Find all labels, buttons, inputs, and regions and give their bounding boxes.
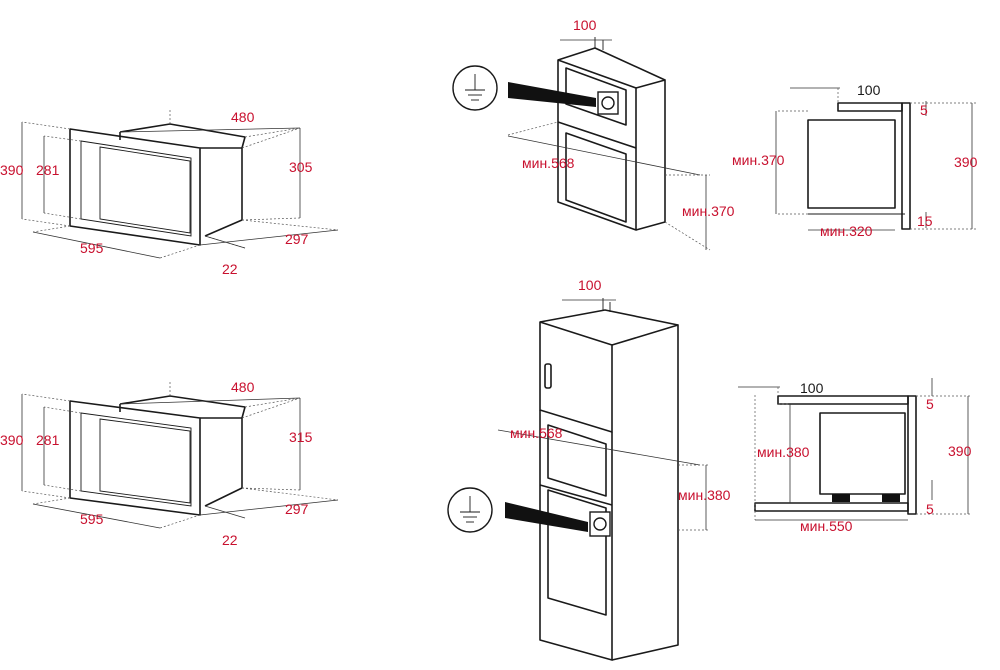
oven-top-height-total: 390 (0, 162, 24, 178)
wall-section-bottom-margin: 15 (917, 213, 933, 229)
oven-top-frame: 22 (222, 261, 238, 277)
wall-section-gap-top: 100 (857, 82, 881, 98)
wall-section-top-margin: 5 (920, 102, 928, 118)
wall-section-min-depth: мин.320 (820, 223, 873, 239)
tall-section-min-height: мин.380 (757, 444, 810, 460)
connection-pointer (508, 82, 596, 107)
oven-top-depth-body: 305 (289, 159, 313, 175)
oven-bottom-height-inner: 281 (36, 432, 60, 448)
tall-cabinet-min-height: мин.380 (678, 487, 731, 503)
oven-bottom-depth-body: 315 (289, 429, 313, 445)
wall-cabinet-drawing (507, 37, 711, 251)
oven-bottom-drawing (21, 382, 339, 529)
wall-cabinet-gap-top: 100 (573, 17, 597, 33)
oven-top-depth-total: 297 (285, 231, 309, 247)
oven-bottom-height-total: 390 (0, 432, 24, 448)
connection-pointer (505, 502, 588, 532)
oven-bottom-frame: 22 (222, 532, 238, 548)
tall-cabinet-gap-top: 100 (578, 277, 602, 293)
oven-bottom-depth-total: 297 (285, 501, 309, 517)
socket-outlet (593, 517, 607, 531)
tall-section-top-margin: 5 (926, 396, 934, 412)
tall-section-drawing (738, 378, 972, 521)
tall-cabinet-drawing (497, 298, 710, 661)
tall-cabinet-min-depth: мин.568 (510, 425, 563, 441)
wall-cabinet-min-depth: мин.568 (522, 155, 575, 171)
tall-section-min-depth: мин.550 (800, 518, 853, 534)
oven-top-front-width: 595 (80, 240, 104, 256)
wall-section-height-total: 390 (954, 154, 978, 170)
socket-outlet (601, 96, 615, 110)
wall-section-drawing (775, 87, 976, 231)
door-handle (544, 363, 552, 389)
oven-top-height-inner: 281 (36, 162, 60, 178)
tall-section-height-total: 390 (948, 443, 972, 459)
tall-section-gap-top: 100 (800, 380, 824, 396)
ground-icon (447, 487, 493, 533)
wall-section-min-height: мин.370 (732, 152, 785, 168)
oven-top-drawing (21, 110, 339, 259)
tall-section-bottom-margin: 5 (926, 501, 934, 517)
ground-icon (452, 65, 498, 111)
oven-bottom-width: 480 (231, 379, 255, 395)
wall-cabinet-min-height: мин.370 (682, 203, 735, 219)
oven-bottom-front-width: 595 (80, 511, 104, 527)
oven-top-width: 480 (231, 109, 255, 125)
